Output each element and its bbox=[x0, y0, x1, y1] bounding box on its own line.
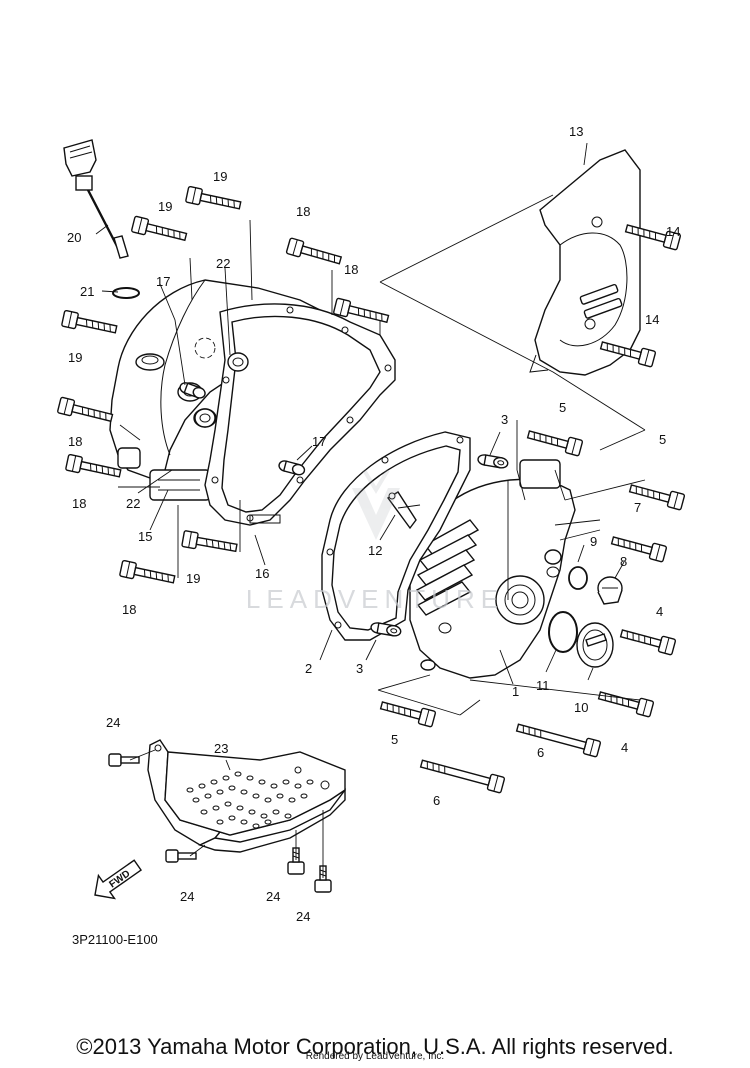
callout-1: 1 bbox=[512, 684, 519, 699]
callout-3b: 3 bbox=[356, 661, 363, 676]
bolt-18d bbox=[64, 453, 123, 482]
callout-17a: 17 bbox=[156, 274, 170, 289]
callout-18c: 18 bbox=[68, 434, 82, 449]
right-crankcase-cover-1 bbox=[409, 459, 576, 679]
callout-16: 16 bbox=[255, 566, 269, 581]
dowel-pin-17a bbox=[179, 382, 206, 399]
callout-7: 7 bbox=[634, 500, 641, 515]
oil-seal-22b bbox=[194, 408, 216, 428]
bolt-19c bbox=[60, 309, 119, 338]
callout-19b: 19 bbox=[158, 199, 172, 214]
callout-20: 20 bbox=[67, 230, 81, 245]
bolt-18a bbox=[285, 237, 344, 269]
o-ring-21 bbox=[112, 287, 140, 299]
callout-18e: 18 bbox=[122, 602, 136, 617]
dowel-pin-3a bbox=[476, 453, 510, 470]
callout-15: 15 bbox=[138, 529, 152, 544]
callout-23: 23 bbox=[214, 741, 228, 756]
callout-24c: 24 bbox=[266, 889, 280, 904]
bolt-18e bbox=[118, 559, 177, 588]
callout-17b: 17 bbox=[312, 434, 326, 449]
callout-19a: 19 bbox=[213, 169, 227, 184]
callout-10: 10 bbox=[574, 700, 588, 715]
filler-cap-10 bbox=[576, 622, 614, 668]
callout-4a: 4 bbox=[656, 604, 663, 619]
callout-13: 13 bbox=[569, 124, 583, 139]
callout-6b: 6 bbox=[433, 793, 440, 808]
forward-arrow-icon: FWD bbox=[94, 859, 143, 900]
skid-plate-23 bbox=[147, 739, 346, 853]
callout-12: 12 bbox=[368, 543, 382, 558]
diagram-code: 3P21100-E100 bbox=[72, 932, 158, 947]
callout-3a: 3 bbox=[501, 412, 508, 427]
callout-4b: 4 bbox=[621, 740, 628, 755]
bolt-18c bbox=[56, 396, 115, 427]
plug-cap-8 bbox=[597, 576, 623, 605]
oil-seal-22a bbox=[227, 352, 249, 372]
callout-18a: 18 bbox=[296, 204, 310, 219]
callout-14a: 14 bbox=[666, 224, 680, 239]
cover-gasket-2 bbox=[321, 431, 471, 641]
callout-18b: 18 bbox=[344, 262, 358, 277]
callout-11: 11 bbox=[536, 678, 550, 693]
callout-5c: 5 bbox=[391, 732, 398, 747]
bracket-12 bbox=[386, 491, 421, 530]
callout-24b: 24 bbox=[180, 889, 194, 904]
bolt-5a bbox=[525, 425, 584, 457]
bolt-19a bbox=[184, 185, 243, 214]
callout-24d: 24 bbox=[296, 909, 310, 924]
bolt-4a bbox=[618, 624, 677, 656]
long-bolt-6a bbox=[514, 719, 602, 758]
callout-9: 9 bbox=[590, 534, 597, 549]
exploded-parts-diagram: FWD 1 2 3 3 4 4 5 5 5 6 6 7 8 9 10 11 12… bbox=[56, 124, 686, 924]
oil-dipstick-20 bbox=[63, 139, 129, 259]
bolt-4b bbox=[596, 686, 655, 718]
bolt-19b bbox=[130, 215, 189, 246]
skid-bolt-24b bbox=[165, 849, 197, 863]
callout-19d: 19 bbox=[186, 571, 200, 586]
callout-18d: 18 bbox=[72, 496, 86, 511]
callout-22a: 22 bbox=[216, 256, 230, 271]
callout-22b: 22 bbox=[126, 496, 140, 511]
callout-6a: 6 bbox=[537, 745, 544, 760]
long-bolt-6b bbox=[418, 755, 506, 794]
bolt-5c bbox=[378, 696, 437, 728]
crankcase-gasket-15 bbox=[204, 303, 396, 526]
callout-5b: 5 bbox=[659, 432, 666, 447]
bolt-19d bbox=[181, 529, 239, 557]
copyright-notice: ©2013 Yamaha Motor Corporation, U.S.A. A… bbox=[76, 1034, 674, 1059]
callout-14b: 14 bbox=[645, 312, 659, 327]
dowel-pin-17b bbox=[278, 460, 306, 476]
sprocket-cover-13 bbox=[529, 149, 641, 376]
callout-24a: 24 bbox=[106, 715, 120, 730]
skid-bolt-24a bbox=[108, 753, 140, 767]
callout-19c: 19 bbox=[68, 350, 82, 365]
o-ring-9 bbox=[568, 566, 588, 590]
callout-8: 8 bbox=[620, 554, 627, 569]
callout-5a: 5 bbox=[559, 400, 566, 415]
callout-2: 2 bbox=[305, 661, 312, 676]
bolt-7 bbox=[609, 531, 668, 563]
o-ring-11 bbox=[548, 611, 578, 653]
rendered-by-notice: Rendered by LeadVenture, Inc. bbox=[305, 1051, 445, 1062]
callout-21: 21 bbox=[80, 284, 94, 299]
